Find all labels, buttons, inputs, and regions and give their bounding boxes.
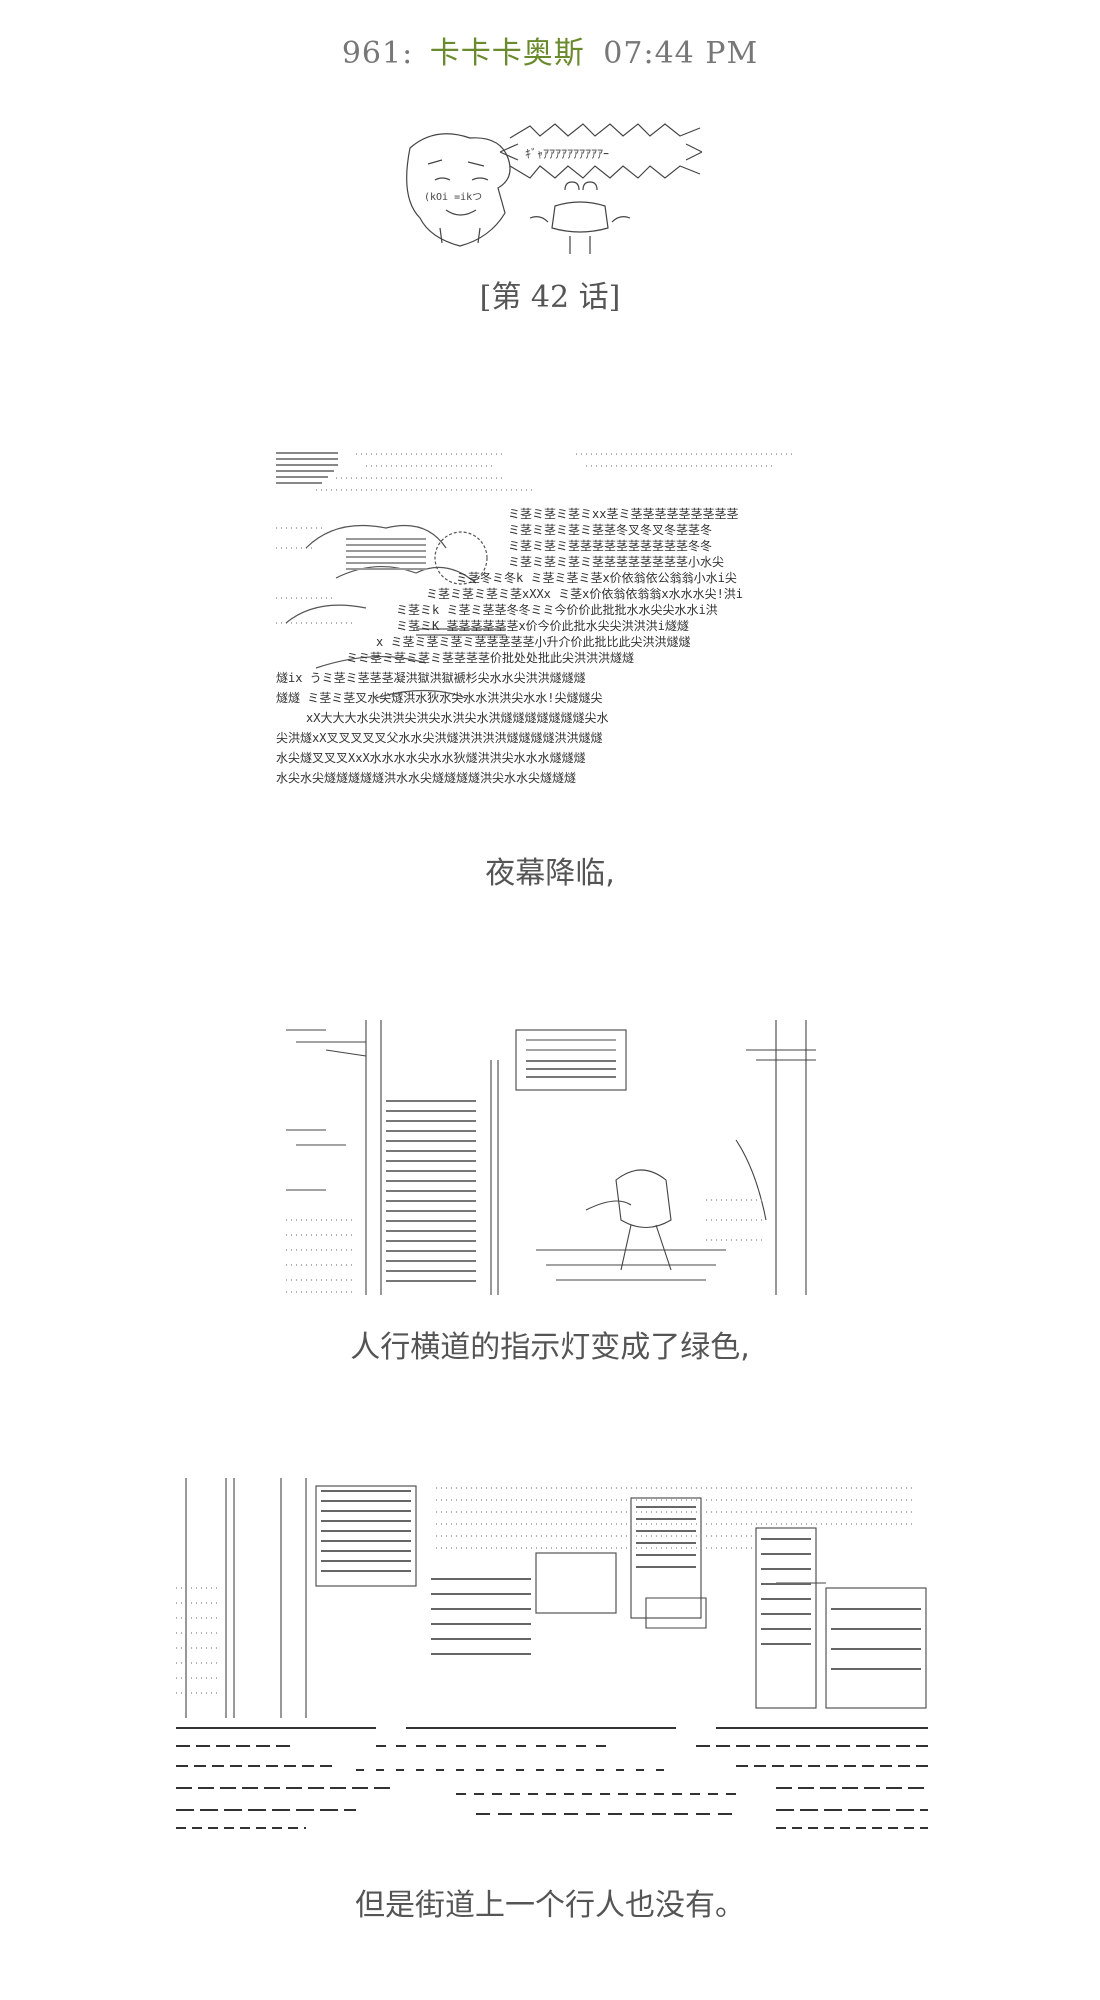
banner-art-drawing: ｷﾞｬｱｱｱｱｱｱｱｱｱｱｰ (kOi =ikつ [406, 123, 703, 254]
chapter-label: [第 42 话] [479, 280, 621, 315]
post-number: 961: [341, 36, 414, 71]
night-art-line: ミ茎ミ茎ミ茎ミ茎xXXx ミ茎x价依翁依翁翁x水水水尖!洪i [426, 586, 743, 601]
banner-art: ｷﾞｬｱｱｱｱｱｱｱｱｱｱｰ (kOi =ikつ [380, 118, 720, 268]
street-art [176, 1478, 928, 1840]
night-art-line: 水尖燧叉叉叉XxX水水水水尖水水狄燧洪洪尖水水水燧燧燧 [276, 751, 586, 765]
banner-shout: ｷﾞｬｱｱｱｱｱｱｱｱｱｱｰ [525, 147, 609, 161]
night-art-line: 水尖水尖燧燧燧燧燧洪水水尖燧燧燧燧洪尖水水尖燧燧燧 [276, 771, 576, 785]
night-art-line: ミ茎ミ茎ミ茎ミ茎茎茎茎茎茎茎茎小水尖 [508, 555, 724, 569]
night-art-line: 尖洪燧xX叉叉叉叉叉父水水尖洪燧洪洪洪洪燧燧燧燧洪洪燧燧 [276, 731, 602, 745]
night-art-line: ミ茎冬ミ冬k ミ茎ミ茎ミ茎x价依翁依公翁翁小水i尖 [456, 570, 737, 585]
caption-3: 但是街道上一个行人也没有。 [355, 1888, 745, 1923]
night-art-line: xX大大大水尖洪洪尖洪尖水洪尖水洪燧燧燧燧燧燧燧尖水 [306, 711, 608, 725]
night-art-line: 燧ix うミ茎ミ茎茎茎凝洪獄洪獄褫杉尖水水尖洪洪燧燧燧 [276, 670, 586, 685]
caption-1: 夜幕降临, [485, 856, 615, 891]
night-art-line: ミ茎ミK 茎茎茎茎茎茎x价今价此批水尖尖洪洪洪i燧燧 [396, 618, 689, 633]
night-art-line: ミ茎ミk ミ茎ミ茎茎冬冬ミミ今价价此批批水水尖尖水水i洪 [396, 602, 718, 617]
banner-face-text: (kOi =ikつ [424, 192, 482, 203]
street-art-drawing [176, 1478, 928, 1829]
post-header: 961: 卡卡卡奥斯 07:44 PM [0, 28, 1100, 72]
night-art: ミ茎ミ茎ミ茎ミxx茎ミ茎茎茎茎茎茎茎茎茎 ミ茎ミ茎ミ茎ミ茎茎冬叉冬叉冬茎茎冬 ミ… [276, 448, 816, 820]
night-art-drawing: ミ茎ミ茎ミ茎ミxx茎ミ茎茎茎茎茎茎茎茎茎 ミ茎ミ茎ミ茎ミ茎茎冬叉冬叉冬茎茎冬 ミ… [276, 452, 796, 785]
night-art-line: 燧燧 ミ茎ミ茎叉水尖燧洪水狄水尖水水洪洪尖水水!尖燧燧尖 [276, 691, 602, 705]
poster-name[interactable]: 卡卡卡奥斯 [429, 36, 585, 71]
night-art-line: ミ茎ミ茎ミ茎茎茎茎茎茎茎茎茎茎冬冬 [508, 538, 712, 553]
post-time: 07:44 PM [603, 36, 759, 71]
night-art-line: ミミ茎ミ茎ミ茎ミ茎茎茎茎价批处处批此尖洪洪洪燧燧 [346, 650, 634, 665]
caption-2: 人行横道的指示灯变成了绿色, [350, 1330, 750, 1365]
crosswalk-art [286, 1020, 816, 1300]
night-art-line: x ミ茎ミ茎ミ茎ミ茎茎茎茎茎小升介价此批比此尖洪洪燧燧 [376, 634, 690, 649]
night-art-line: ミ茎ミ茎ミ茎ミxx茎ミ茎茎茎茎茎茎茎茎茎 [508, 507, 738, 521]
crosswalk-art-drawing [286, 1020, 816, 1295]
night-art-line: ミ茎ミ茎ミ茎ミ茎茎冬叉冬叉冬茎茎冬 [508, 522, 712, 537]
